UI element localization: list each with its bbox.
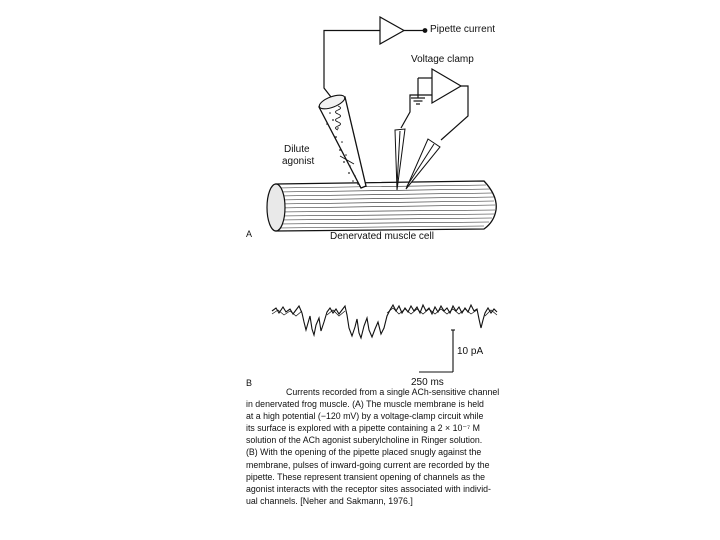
scale-time-label: 250 ms	[411, 377, 444, 388]
agonist-label: agonist	[282, 156, 315, 167]
voltage-clamp-label: Voltage clamp	[411, 54, 474, 65]
cell-cross-section	[266, 183, 286, 232]
scale-bars	[419, 329, 455, 373]
voltage-electrodes	[394, 128, 441, 191]
dilute-label: Dilute	[284, 144, 310, 155]
scale-current-label: 10 pA	[457, 346, 484, 357]
caption-line: pipette. These represent transient openi…	[246, 471, 485, 482]
patch-pipette	[318, 94, 367, 189]
muscle-cell	[266, 180, 497, 232]
dilute-agonist-leader	[339, 155, 355, 165]
caption-line: its surface is explored with a pipette c…	[246, 423, 480, 434]
caption-line: ual channels. [Neher and Sakmann, 1976.]	[246, 495, 413, 506]
panel-a-label: A	[246, 229, 253, 239]
cell-label: Denervated muscle cell	[330, 231, 434, 242]
voltage-clamp-amplifier	[400, 67, 469, 141]
pipette-wire-coil	[335, 105, 341, 131]
panel-b-label: B	[246, 378, 253, 388]
muscle-fibers	[277, 184, 496, 229]
current-trace	[271, 303, 498, 340]
pipette-current-label: Pipette current	[430, 24, 496, 35]
pipette-stipple	[326, 112, 359, 185]
caption-line: at a high potential (−120 mV) by a volta…	[246, 411, 484, 422]
current-trace-noise	[271, 307, 498, 317]
caption-line: in denervated frog muscle. (A) The muscl…	[246, 399, 484, 410]
caption-line: Currents recorded from a single ACh-sens…	[286, 387, 500, 397]
caption-line: membrane, pulses of inward-going current…	[246, 459, 490, 470]
caption-line: (B) With the opening of the pipette plac…	[246, 447, 482, 458]
caption-line: agonist interacts with the receptor site…	[246, 483, 491, 494]
caption-line: solution of the ACh agonist suberylcholi…	[246, 435, 483, 446]
figure-caption: Currents recorded from a single ACh-sens…	[246, 386, 558, 507]
